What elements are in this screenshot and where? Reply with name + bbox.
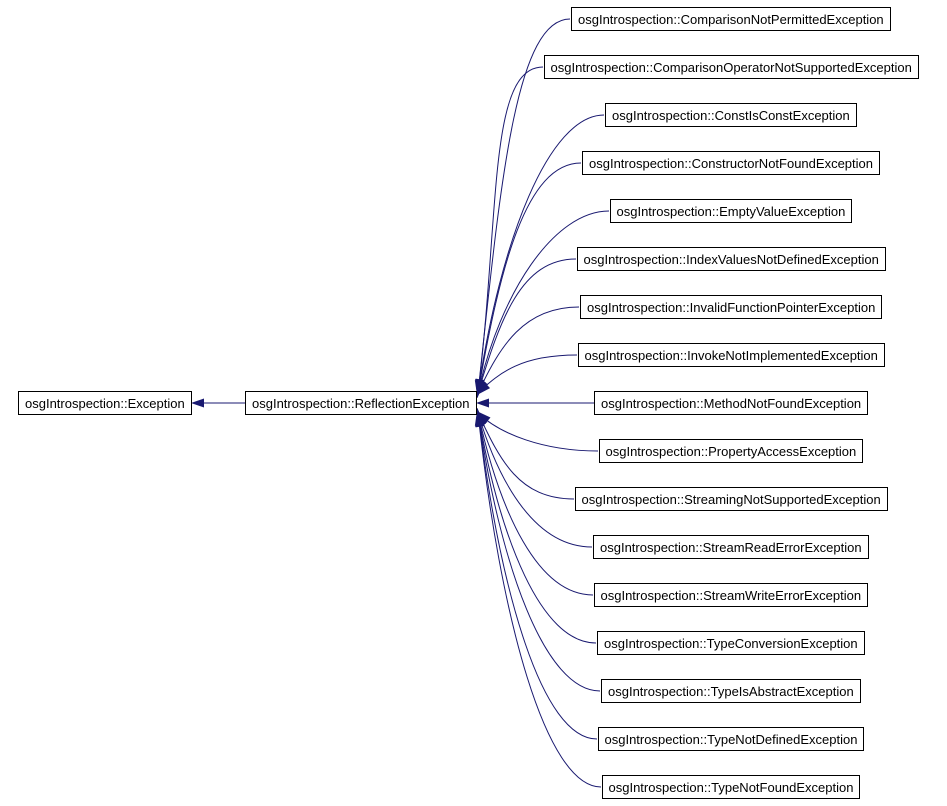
- inheritance-edge: [477, 18, 571, 394]
- inheritance-edge: [477, 258, 577, 394]
- inheritance-edge: [477, 412, 575, 500]
- class-node[interactable]: osgIntrospection::ComparisonNotPermitted…: [571, 7, 891, 31]
- class-node[interactable]: osgIntrospection::StreamingNotSupportedE…: [574, 487, 888, 511]
- class-node[interactable]: osgIntrospection::TypeNotFoundException: [601, 775, 861, 799]
- class-node[interactable]: osgIntrospection::TypeIsAbstractExceptio…: [601, 679, 861, 703]
- class-node[interactable]: osgIntrospection::StreamReadErrorExcepti…: [593, 535, 869, 559]
- class-node[interactable]: osgIntrospection::InvokeNotImplementedEx…: [577, 343, 885, 367]
- inheritance-edge: [477, 354, 578, 394]
- class-node[interactable]: osgIntrospection::ComparisonOperatorNotS…: [543, 55, 919, 79]
- class-node[interactable]: osgIntrospection::ConstructorNotFoundExc…: [582, 151, 880, 175]
- inheritance-edge: [477, 210, 610, 394]
- class-node[interactable]: osgIntrospection::PropertyAccessExceptio…: [598, 439, 864, 463]
- class-node[interactable]: osgIntrospection::ConstIsConstException: [605, 103, 857, 127]
- class-node[interactable]: osgIntrospection::TypeConversionExceptio…: [597, 631, 865, 655]
- inheritance-edge: [477, 412, 599, 452]
- inheritance-edge: [477, 114, 605, 394]
- inheritance-edge: [477, 412, 601, 692]
- inheritance-edge: [477, 162, 582, 394]
- class-node[interactable]: osgIntrospection::StreamWriteErrorExcept…: [593, 583, 869, 607]
- inheritance-edge: [477, 306, 580, 394]
- inheritance-edge: [477, 412, 597, 644]
- arrowhead: [474, 381, 491, 397]
- inheritance-edge: [477, 412, 598, 740]
- class-node[interactable]: osgIntrospection::TypeNotDefinedExceptio…: [597, 727, 865, 751]
- inheritance-edge: [477, 66, 544, 394]
- class-node-reflection-exception[interactable]: osgIntrospection::ReflectionException: [245, 391, 477, 415]
- class-node[interactable]: osgIntrospection::MethodNotFoundExceptio…: [594, 391, 869, 415]
- arrowhead: [474, 408, 484, 426]
- class-node[interactable]: osgIntrospection::EmptyValueException: [609, 199, 853, 223]
- class-node[interactable]: osgIntrospection::InvalidFunctionPointer…: [580, 295, 883, 319]
- inheritance-edge: [477, 412, 593, 548]
- inheritance-edge: [477, 412, 602, 788]
- inheritance-edge: [477, 412, 594, 596]
- class-node-exception[interactable]: osgIntrospection::Exception: [18, 391, 192, 415]
- arrowhead: [476, 398, 489, 408]
- class-node[interactable]: osgIntrospection::IndexValuesNotDefinedE…: [576, 247, 886, 271]
- arrowhead: [191, 398, 204, 408]
